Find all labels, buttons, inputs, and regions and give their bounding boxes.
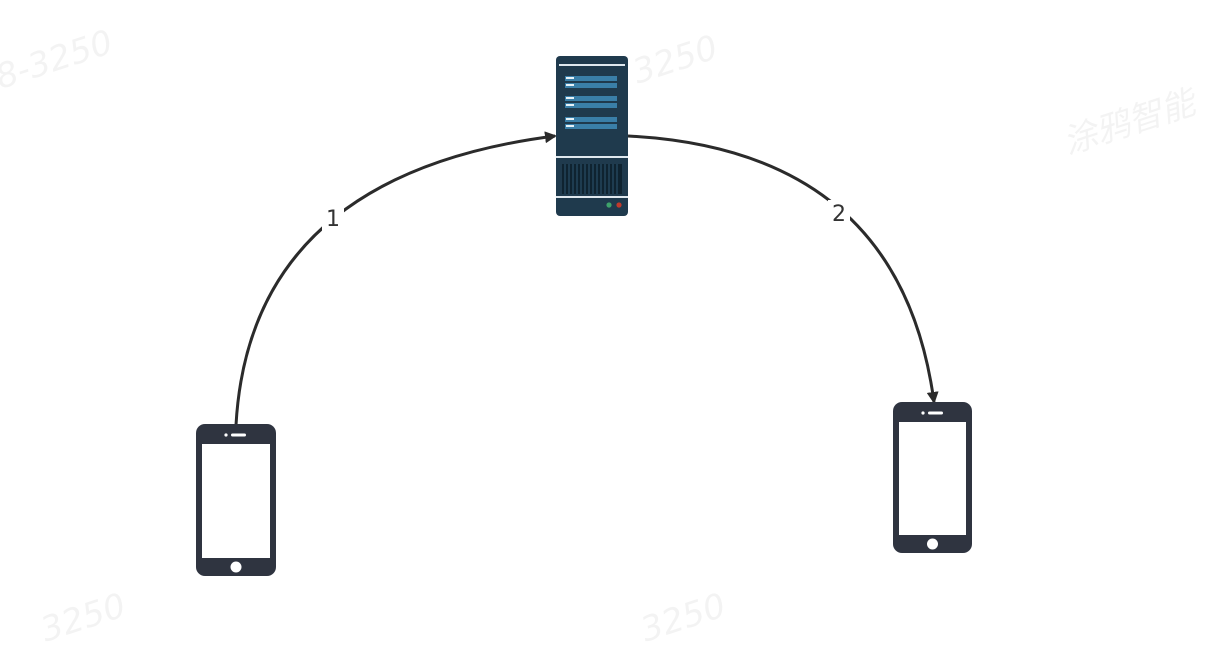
server-icon (556, 56, 628, 216)
edge-1-label: 1 (326, 207, 340, 232)
edge-2-label: 2 (832, 202, 846, 227)
edge-2: 2 (627, 134, 939, 404)
edge-2-line (627, 134, 939, 404)
diagram-canvas: 1 2 (196, 56, 972, 576)
edge-1: 1 (234, 131, 557, 426)
edge-1-line (234, 131, 557, 426)
smartphone-icon (196, 424, 276, 576)
server-led-red (616, 202, 622, 208)
edge-1-label-bg (322, 205, 344, 231)
edge-2-label-bg (828, 200, 850, 226)
smartphone-icon (893, 402, 972, 553)
server-led-green (606, 202, 612, 208)
